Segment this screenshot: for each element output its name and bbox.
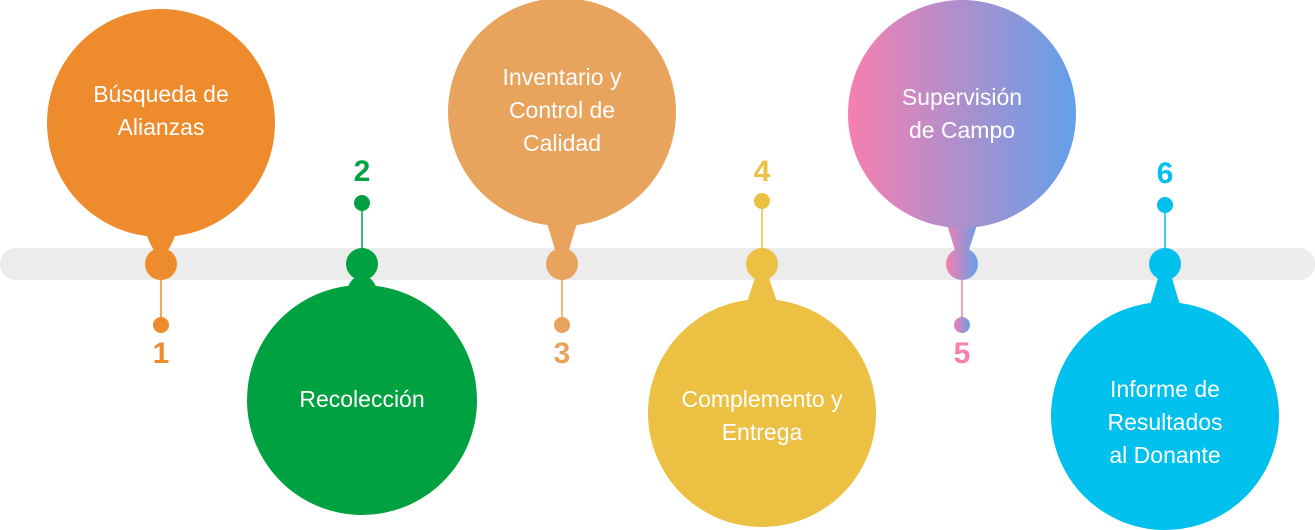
step-2-dot [354,195,370,211]
step-1-circle [47,9,275,237]
step-2-label: Recolección [299,386,425,412]
step-6-label: Informe de Resultados al Donante [1107,376,1223,468]
step-5-dot [954,317,970,333]
step-3-dot [554,317,570,333]
step-3-node [546,248,578,280]
step-4 [648,193,876,527]
step-3-circle [448,0,676,226]
step-2-node [346,248,378,280]
step-4-label: Complemento y Entrega [681,386,843,445]
step-6-circle [1051,302,1279,530]
step-1-node [145,248,177,280]
step-1 [47,9,275,333]
step-2 [247,195,477,515]
step-6 [1051,197,1279,530]
step-3-number: 3 [553,337,571,370]
timeline-track [0,248,1315,280]
step-4-node [746,248,778,280]
step-4-dot [754,193,770,209]
step-6-dot [1157,197,1173,213]
step-3-label: Inventario y Control de Calidad [502,64,622,156]
step-4-circle [648,299,876,527]
step-4-number: 4 [753,155,771,188]
step-1-number: 1 [152,337,170,370]
step-1-dot [153,317,169,333]
step-2-number: 2 [353,155,371,188]
step-3 [448,0,676,333]
step-1-label: Búsqueda de Alianzas [93,81,229,140]
step-6-number: 6 [1156,157,1174,190]
step-5-label: Supervisión de Campo [901,84,1023,143]
step-5 [848,0,1076,333]
step-5-node [946,248,978,280]
step-5-circle [848,0,1076,228]
step-6-node [1149,248,1181,280]
step-2-circle [247,285,477,515]
step-5-number: 5 [953,337,971,370]
